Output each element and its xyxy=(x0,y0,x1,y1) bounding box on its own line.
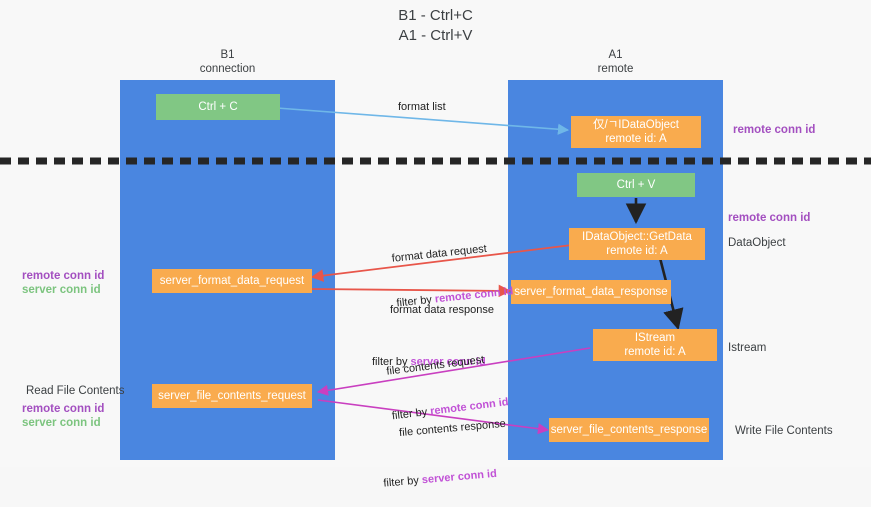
edge-label-file-contents-request-line1: file contents request xyxy=(385,353,485,378)
server-file-contents-request-node[interactable]: server_file_contents_request xyxy=(152,384,312,408)
arrow-format-list xyxy=(276,107,570,135)
right-label-remote-conn-id-top: remote conn id xyxy=(733,124,816,136)
edge-label-file-contents-response-line2-hl: server conn id xyxy=(421,467,498,487)
edge-label-file-contents-response: file contents response filter by server … xyxy=(376,387,512,507)
ctrl-c-node[interactable]: Ctrl + C xyxy=(156,94,280,120)
edge-label-format-data-response-line2-hl: server conn id xyxy=(410,356,486,368)
ctrl-v-node[interactable]: Ctrl + V xyxy=(577,173,695,197)
right-label-dataobject: DataObject xyxy=(728,237,786,249)
edge-label-format-list: format list xyxy=(398,101,446,113)
right-label-remote-conn-id-mid: remote conn id xyxy=(728,212,811,224)
edge-label-format-data-response-line2-prefix: filter by xyxy=(372,356,411,368)
right-label-istream: Istream xyxy=(728,342,767,354)
left-label-remote-conn-id-mid: remote conn id xyxy=(22,270,105,282)
edge-label-file-contents-response-line1: file contents response xyxy=(398,417,507,440)
arrow-file-contents-request xyxy=(316,347,591,396)
left-label-server-conn-id-bottom: server conn id xyxy=(22,417,101,429)
arrow-format-data-response xyxy=(311,284,512,298)
idataobject-getdata-node[interactable]: IDataObject::GetData remote id: A xyxy=(569,228,705,260)
edge-label-file-contents-response-line2-prefix: filter by xyxy=(382,474,423,490)
edge-label-format-data-response-line1: format data response xyxy=(390,304,494,316)
column-header-a1: A1 remote xyxy=(597,49,634,75)
server-format-data-request-node[interactable]: server_format_data_request xyxy=(152,269,312,293)
edge-label-format-data-response-line2: filter by server conn id xyxy=(372,348,494,370)
idataobject-node[interactable]: 仅/ㄱIDataObject remote id: A xyxy=(571,116,701,148)
arrow-format-data-request xyxy=(310,244,573,282)
left-label-read-file-contents: Read File Contents xyxy=(26,385,125,397)
istream-node[interactable]: IStream remote id: A xyxy=(593,329,717,361)
right-label-write-file-contents: Write File Contents xyxy=(735,425,833,437)
left-label-server-conn-id-mid: server conn id xyxy=(22,284,101,296)
left-label-remote-conn-id-bottom: remote conn id xyxy=(22,403,105,415)
arrow-file-contents-response xyxy=(317,399,550,435)
edge-label-format-data-request-line1: format data request xyxy=(391,242,488,265)
edge-label-file-contents-response-line2: filter by server conn id xyxy=(383,462,511,492)
server-format-data-response-node[interactable]: server_format_data_response xyxy=(511,280,671,304)
edge-label-format-data-response: format data response filter by server co… xyxy=(372,273,494,385)
page-title: B1 - Ctrl+C A1 - Ctrl+V xyxy=(398,7,473,44)
column-header-b1: B1 connection xyxy=(199,49,256,75)
server-file-contents-response-node[interactable]: server_file_contents_response xyxy=(549,418,709,442)
